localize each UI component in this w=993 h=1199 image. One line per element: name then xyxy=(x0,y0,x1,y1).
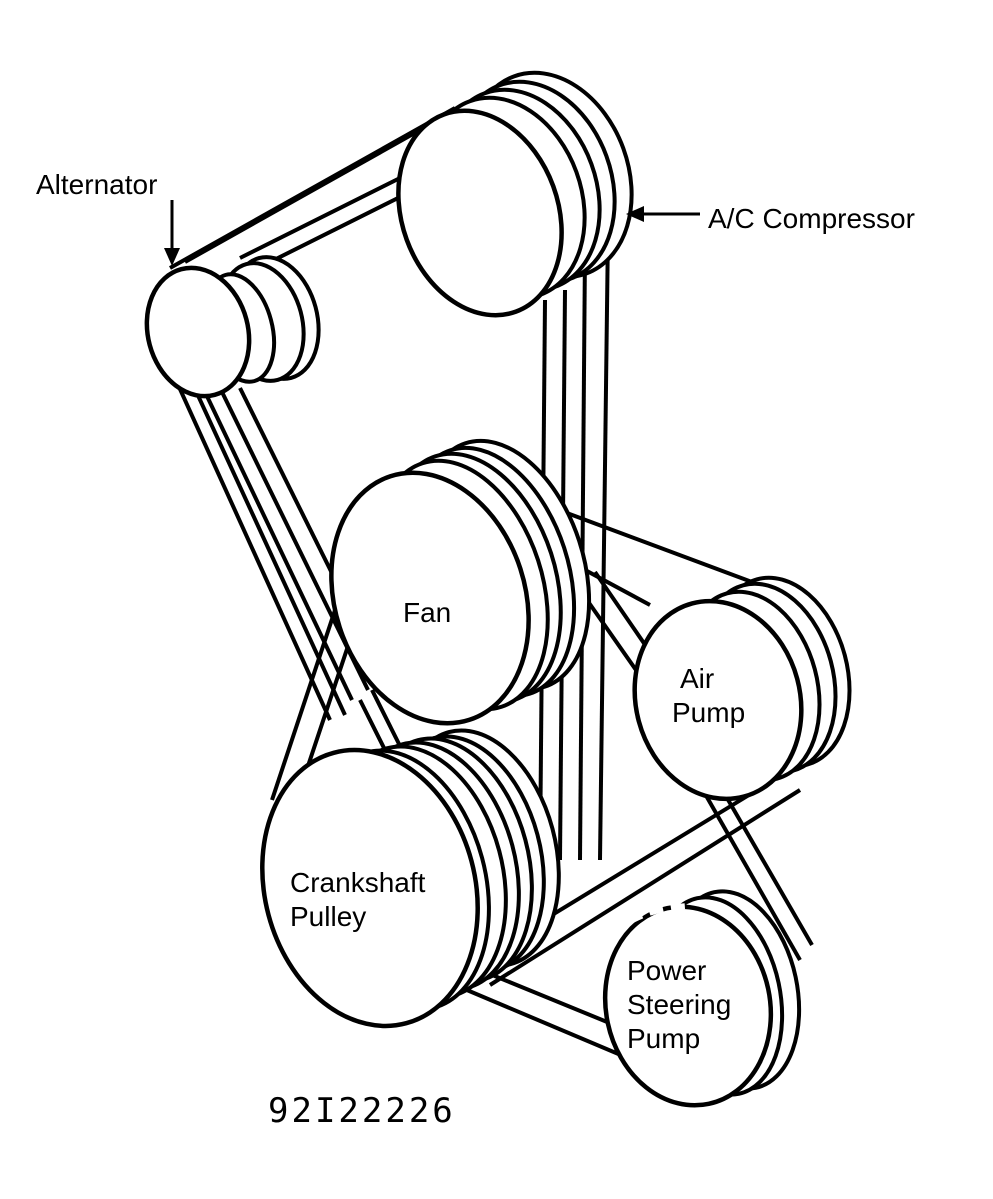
label-alternator: Alternator xyxy=(36,169,157,200)
label-crankshaft-line2: Pulley xyxy=(290,901,366,932)
label-air-pump-line2: Pump xyxy=(672,697,745,728)
label-power-steering-line3: Pump xyxy=(627,1023,700,1054)
fan-pulley xyxy=(329,438,592,726)
callout-arrows xyxy=(164,200,700,266)
ac-compressor-pulley xyxy=(396,70,634,318)
figure-code: 92I22226 xyxy=(268,1091,456,1131)
label-ac-compressor: A/C Compressor xyxy=(708,203,915,234)
labels: Alternator A/C Compressor Fan Air Pump C… xyxy=(36,169,915,1054)
label-power-steering-line2: Steering xyxy=(627,989,731,1020)
alternator-pulley xyxy=(144,255,321,399)
label-power-steering-line1: Power xyxy=(627,955,706,986)
air-pump-pulley xyxy=(632,575,852,802)
power-steering-pulley xyxy=(602,889,802,1108)
label-fan: Fan xyxy=(403,597,451,628)
crankshaft-pulley xyxy=(260,728,561,1029)
label-crankshaft-line1: Crankshaft xyxy=(290,867,426,898)
label-air-pump-line1: Air xyxy=(680,663,714,694)
